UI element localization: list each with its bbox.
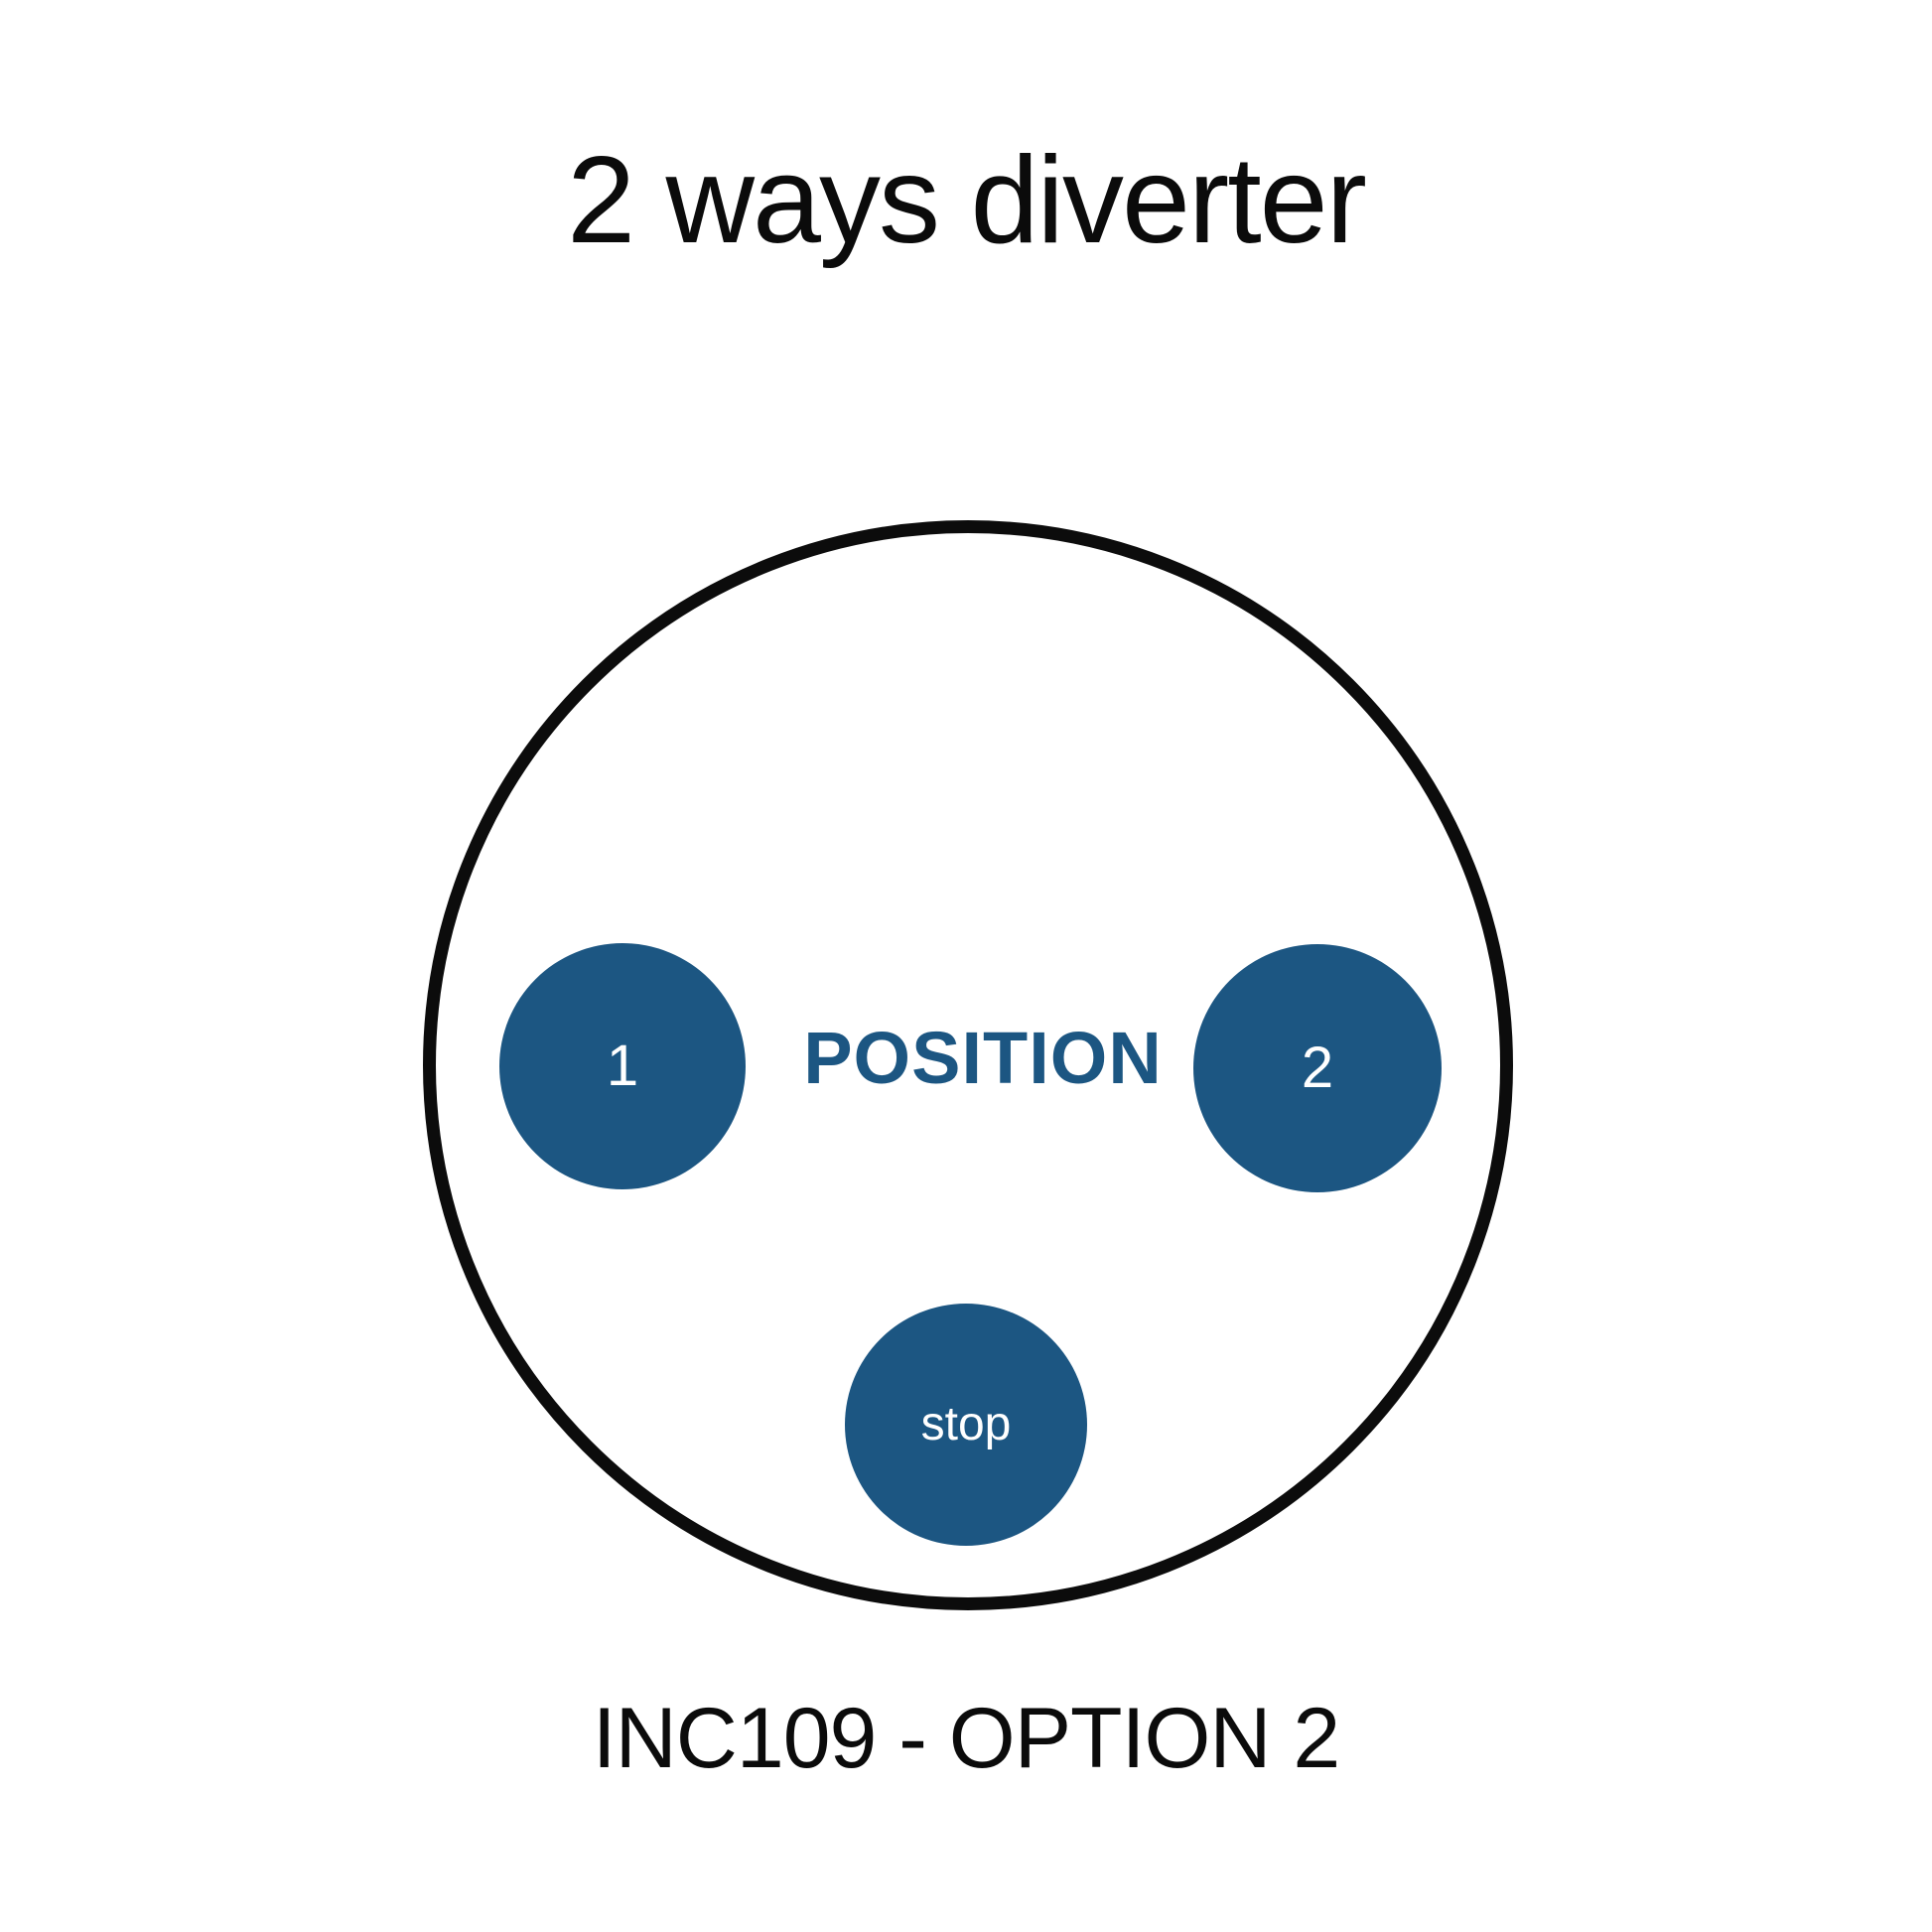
position-center-label: POSITION (803, 1017, 1163, 1099)
position-stop-button[interactable]: stop (845, 1304, 1087, 1546)
position-1-label: 1 (606, 1034, 639, 1098)
position-stop-label: stop (920, 1398, 1012, 1450)
position-2-button[interactable]: 2 (1193, 944, 1442, 1192)
position-1-button[interactable]: 1 (499, 943, 746, 1189)
model-option-caption: INC109 - OPTION 2 (592, 1691, 1340, 1786)
page-title: 2 ways diverter (567, 132, 1367, 269)
position-2-label: 2 (1301, 1035, 1334, 1100)
